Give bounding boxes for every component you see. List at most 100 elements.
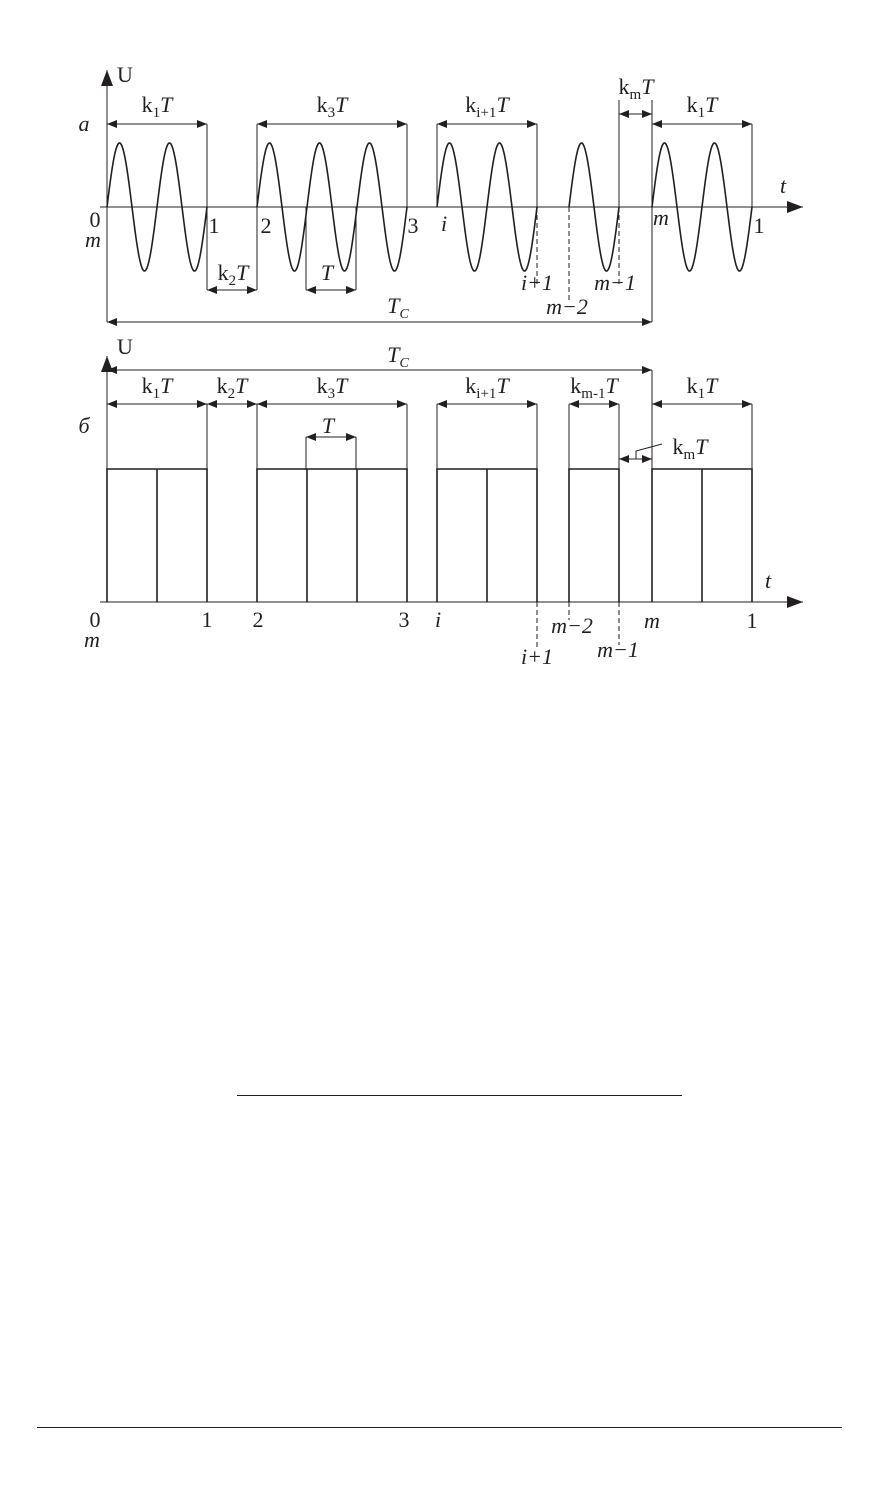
span-subscript: 2 [229,273,237,289]
y-axis-label: U [117,334,133,359]
span-subscript: C [399,307,409,322]
sine-burst [106,142,208,272]
tick-label: m [653,205,669,230]
span-k: k [465,92,476,117]
span-label-Tc: TC [387,342,409,371]
span-subscript: m-1 [581,386,605,402]
span-label-k1T: k1T [142,373,175,402]
span-T: T [160,92,174,117]
x-axis-label: t [780,173,787,198]
panel-label: б [78,413,90,438]
span-k: k [317,92,328,117]
span-T: T [705,373,719,398]
tick-label: 3 [408,213,419,238]
span-label-ki1T: ki+1T [465,92,510,121]
sine-burst [256,142,408,272]
span-T: T [695,434,709,459]
span-T: T [496,92,510,117]
tick-label: m [644,608,660,633]
x-axis-label: t [765,568,772,593]
span-label-k1T: k1T [142,92,175,121]
span-T: T [641,74,655,99]
span-k: k [687,92,698,117]
tick-label: 2 [253,607,264,632]
span-label-kmT: kmT [673,434,710,463]
span-k: k [217,373,228,398]
span-T: T [605,373,619,398]
tick-label: 0 [90,207,101,232]
tick-label: 1 [202,607,213,632]
span-label-k1T: k1T [687,373,720,402]
span-k: k [317,373,328,398]
separator-line [237,1095,682,1096]
span-k: k [619,74,630,99]
span-label-T: T [321,260,335,285]
span-label-km1T: km-1T [570,373,619,402]
span-k: k [673,434,684,459]
tick-label: 0 [90,607,101,632]
span-T: T [321,260,335,285]
span-T: T [705,92,719,117]
tick-label: 1 [209,213,220,238]
sine-burst [568,142,620,272]
tick-label: m [85,227,101,252]
pulse-group [256,468,408,602]
span-subscript: 1 [698,386,706,402]
span-label-k2T: k2T [218,260,251,289]
tick-label: i [441,211,447,236]
span-subscript: C [399,356,409,371]
tick-label: i+1 [521,644,553,669]
span-subscript: 1 [153,105,161,121]
span-subscript: 2 [228,386,236,402]
span-label-k2T: k2T [217,373,250,402]
panel-label: а [79,111,90,136]
span-k: k [570,373,581,398]
span-label-kmT: kmT [619,74,656,103]
span-subscript: i+1 [476,105,496,121]
span-k: k [218,260,229,285]
footer-rule [37,1427,842,1428]
span-label-ki1T: ki+1T [465,373,510,402]
span-T: T [322,413,336,438]
span-subscript: i+1 [476,386,496,402]
pulse-group [568,468,620,602]
span-k: k [142,373,153,398]
tick-label: m−2 [551,613,593,638]
sine-burst [436,142,538,272]
span-T: T [335,92,349,117]
span-subscript: m [630,87,642,103]
span-T: T [335,373,349,398]
tick-label: 1 [747,608,758,633]
tick-label: m−2 [546,294,588,319]
tick-label: 1 [754,213,765,238]
leader-line [635,443,663,459]
span-subscript: 1 [153,386,161,402]
tick-label: 2 [261,213,272,238]
span-label-k1T: k1T [687,92,720,121]
tick-label: m [84,627,100,652]
span-subscript: 1 [698,105,706,121]
span-T: T [496,373,510,398]
span-subscript: m [684,447,696,463]
span-T: T [235,373,249,398]
span-subscript: 3 [328,105,336,121]
span-label-T: T [322,413,336,438]
sine-burst [651,142,753,272]
span-k: k [687,373,698,398]
tick-label: 3 [399,607,410,632]
span-T: T [387,342,401,367]
span-T: T [387,293,401,318]
span-subscript: 3 [328,386,336,402]
tick-label: i [435,607,441,632]
tick-label: i+1 [521,270,553,295]
span-label-Tc: TC [387,293,409,322]
span-T: T [236,260,250,285]
tick-label: m−1 [594,270,636,295]
span-label-k3T: k3T [317,373,350,402]
span-k: k [142,92,153,117]
span-label-k3T: k3T [317,92,350,121]
span-T: T [160,373,174,398]
y-axis-label: U [117,62,133,87]
span-k: k [465,373,476,398]
